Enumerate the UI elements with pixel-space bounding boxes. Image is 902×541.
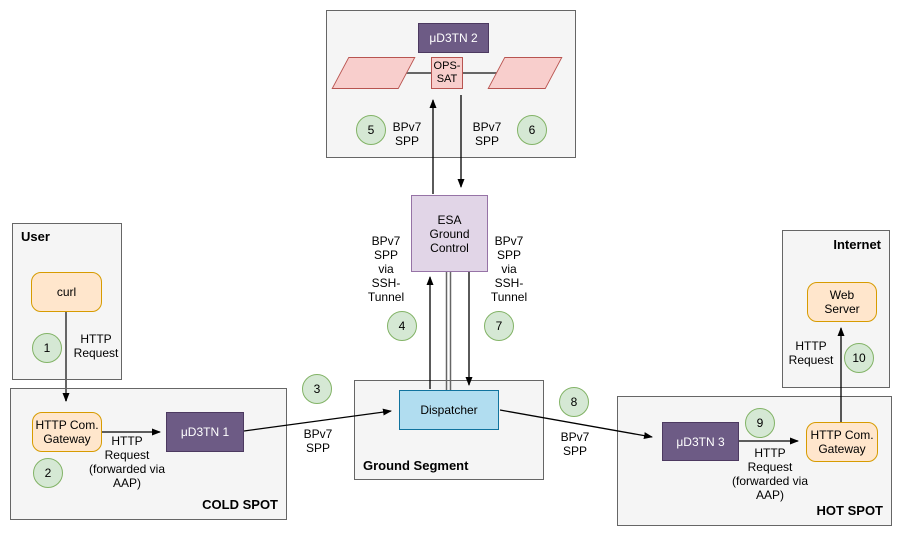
step-circle-7: 7 [484,311,514,341]
label-bpv7-ssh-4: BPv7 SPP via SSH- Tunnel [367,234,405,304]
label-http-request-user: HTTP Request [73,332,119,360]
label-http-request-cold: HTTP Request (forwarded via AAP) [88,434,166,490]
user-container-label: User [21,229,50,244]
label-http-request-internet: HTTP Request [788,339,834,367]
http-gateway-cold-node: HTTP Com. Gateway [32,412,102,452]
ud3tn2-node: μD3TN 2 [418,23,489,53]
ops-sat-node: OPS- SAT [431,57,463,89]
step-circle-2: 2 [33,458,63,488]
label-bpv7-ssh-7: BPv7 SPP via SSH- Tunnel [490,234,528,304]
step-circle-8: 8 [559,387,589,417]
step-circle-9: 9 [745,408,775,438]
ud3tn1-node: μD3TN 1 [166,412,244,452]
esa-ground-control-node: ESA Ground Control [411,195,488,272]
label-bpv7-spp-6: BPv7 SPP [472,120,502,148]
web-server-node: Web Server [807,282,877,322]
step-circle-3: 3 [302,374,332,404]
label-bpv7-spp-3: BPv7 SPP [303,427,333,455]
step-circle-4: 4 [387,311,417,341]
label-bpv7-spp-5: BPv7 SPP [392,120,422,148]
internet-container-label: Internet [833,237,881,252]
ud3tn3-node: μD3TN 3 [662,422,739,461]
hot-spot-container-label: HOT SPOT [816,503,883,518]
ground-segment-container-label: Ground Segment [363,458,469,473]
curl-node: curl [31,272,102,312]
step-circle-6: 6 [517,115,547,145]
step-circle-1: 1 [32,333,62,363]
cold-spot-container-label: COLD SPOT [202,497,278,512]
cold-spot-container: COLD SPOT [10,388,287,520]
http-gateway-hot-node: HTTP Com. Gateway [806,422,878,462]
label-bpv7-spp-8: BPv7 SPP [560,430,590,458]
label-http-request-hot: HTTP Request (forwarded via AAP) [731,446,809,502]
dispatcher-node: Dispatcher [399,390,499,430]
step-circle-5: 5 [356,115,386,145]
step-circle-10: 10 [844,343,874,373]
